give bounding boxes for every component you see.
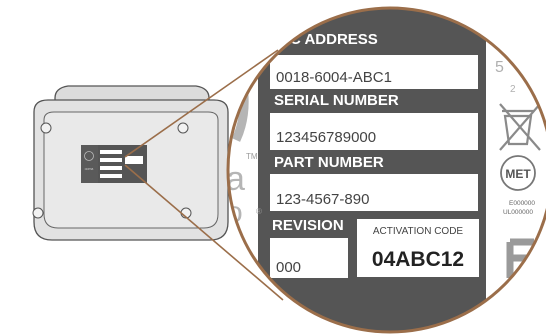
- met-code-1: E000000: [509, 200, 535, 207]
- mac-address-value: 0018-6004-ABC1: [276, 69, 392, 86]
- revision-value: 000: [276, 259, 301, 276]
- met-logo-text: MET: [505, 167, 531, 181]
- revision-field: [270, 238, 348, 278]
- part-number-field: [270, 174, 478, 211]
- serial-number-field: [270, 113, 478, 150]
- device-small-label: ooma: [81, 145, 147, 183]
- mac-address-heading: C ADDRESS: [290, 31, 378, 48]
- registered-mark: ®: [256, 207, 262, 216]
- partial-mark-top-right-2: 2: [510, 84, 516, 95]
- device-logo-icon: [84, 151, 94, 161]
- screw-hole-icon: [32, 207, 44, 219]
- activation-code-box: [355, 217, 481, 279]
- callout-line-bottom: [124, 164, 284, 301]
- callout-line-top: [124, 49, 279, 158]
- zoom-circle: TM a o ® C ADDRESS 0018-6004-ABC1 SERIAL…: [226, 6, 546, 334]
- partial-mark-top-right: 5: [495, 59, 504, 76]
- device-underside: ooma: [32, 85, 229, 241]
- tm-mark: TM: [246, 152, 258, 161]
- revision-heading: REVISION: [272, 217, 344, 234]
- mac-address-field: [270, 55, 478, 89]
- activation-code-value: 04ABC12: [372, 248, 464, 271]
- screw-hole-icon: [177, 122, 189, 134]
- zoom-ring: [226, 6, 546, 334]
- screw-hole-icon: [40, 122, 52, 134]
- brand-a-fragment: a: [226, 160, 245, 198]
- met-code-2: UL000000: [503, 209, 533, 216]
- activation-code-heading: ACTIVATION CODE: [373, 226, 464, 237]
- part-number-value: 123-4567-890: [276, 191, 369, 208]
- serial-number-heading: SERIAL NUMBER: [274, 92, 399, 109]
- part-number-heading: PART NUMBER: [274, 154, 384, 171]
- met-logo-icon: [500, 155, 536, 191]
- weee-bin-icon: [499, 103, 541, 151]
- device-small-brand: ooma: [85, 167, 94, 171]
- serial-number-value: 123456789000: [276, 129, 376, 146]
